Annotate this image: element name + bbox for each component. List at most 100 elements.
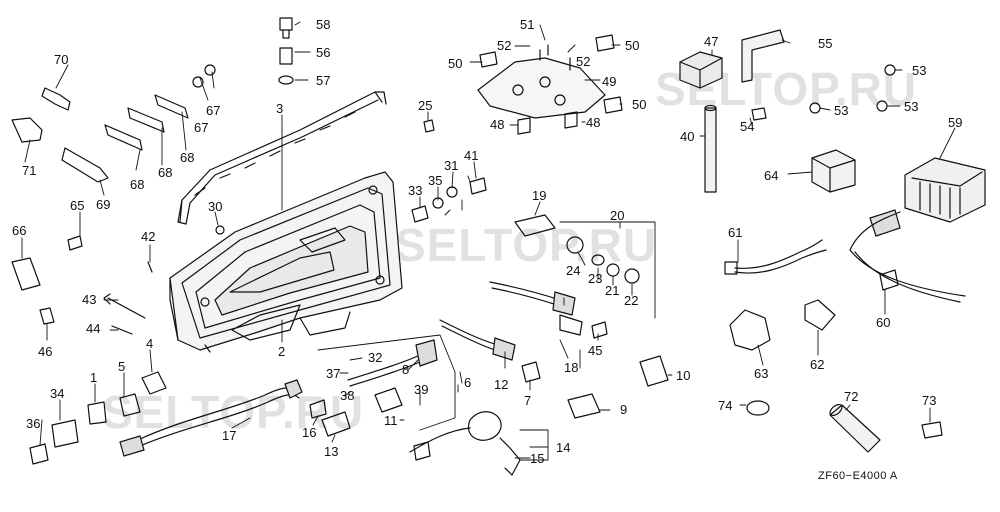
label-40: 40	[680, 129, 694, 144]
regulator-59	[849, 157, 986, 303]
bracket-19	[514, 214, 556, 237]
grommet-50a	[479, 51, 498, 68]
clip-16	[309, 399, 327, 419]
nut-53b	[809, 102, 821, 114]
label-52a: 52	[497, 38, 511, 53]
nut-67a	[192, 76, 204, 88]
block-47	[679, 51, 723, 89]
watermark-middle: SELTOP.RU	[395, 219, 658, 271]
label-31: 31	[444, 158, 458, 173]
label-73: 73	[922, 393, 936, 408]
bolt-68a	[104, 124, 143, 151]
wire-harness-12	[439, 319, 516, 361]
spring-23	[591, 254, 605, 266]
terminal-1	[87, 401, 107, 425]
label-68b: 68	[158, 165, 172, 180]
bolt-69	[61, 147, 109, 183]
label-30: 30	[208, 199, 222, 214]
label-54: 54	[740, 119, 754, 134]
label-35: 35	[428, 173, 442, 188]
label-7: 7	[524, 393, 531, 408]
relay-10	[639, 355, 669, 387]
label-34: 34	[50, 386, 64, 401]
cable-61	[724, 239, 827, 275]
wire-harness-6	[347, 339, 438, 413]
label-36: 36	[26, 416, 40, 431]
label-2: 2	[278, 344, 285, 359]
seal-strip	[177, 91, 387, 225]
label-58: 58	[316, 17, 330, 32]
screw-42	[147, 261, 153, 273]
label-50b: 50	[625, 38, 639, 53]
clip-62	[804, 299, 836, 331]
label-47: 47	[704, 34, 718, 49]
label-20: 20	[610, 208, 624, 223]
label-12: 12	[494, 377, 508, 392]
label-39: 39	[414, 382, 428, 397]
sleeve-72	[829, 403, 881, 453]
washer-31	[446, 186, 458, 198]
label-10: 10	[676, 368, 690, 383]
label-25: 25	[418, 98, 432, 113]
diagram-reference-code: ZF60−E4000 A	[818, 470, 898, 482]
label-16: 16	[302, 425, 316, 440]
label-63: 63	[754, 366, 768, 381]
relay-64	[811, 149, 856, 193]
label-5: 5	[118, 359, 125, 374]
label-46: 46	[38, 344, 52, 359]
label-4: 4	[146, 336, 153, 351]
nut-53a	[884, 64, 896, 76]
group-box-14	[519, 429, 549, 461]
label-8: 8	[402, 362, 409, 377]
bolt-58	[279, 17, 293, 39]
wire-harness-18	[489, 281, 583, 336]
leader-lines	[21, 21, 956, 459]
label-3: 3	[276, 101, 283, 116]
tube-66	[11, 257, 41, 291]
switch-9	[567, 393, 601, 419]
wire-harness-17	[119, 379, 303, 457]
label-68c: 68	[180, 150, 194, 165]
nut-53c	[876, 100, 888, 112]
label-13: 13	[324, 444, 338, 459]
control-panel-housing	[169, 171, 403, 353]
bolt-71	[11, 117, 43, 143]
nut-67b	[204, 64, 216, 76]
label-56: 56	[316, 45, 330, 60]
screw-25	[423, 119, 435, 133]
label-41: 41	[464, 148, 478, 163]
screw-54	[751, 107, 767, 121]
collar-48a	[517, 117, 531, 135]
mounting-plate-49	[477, 44, 606, 119]
spacer-56	[279, 47, 293, 65]
label-68a: 68	[130, 177, 144, 192]
label-65: 65	[70, 198, 84, 213]
bolt-70	[41, 87, 71, 111]
label-1: 1	[90, 370, 97, 385]
bolt-68c	[154, 94, 189, 119]
screw-44	[111, 325, 133, 335]
part-number-labels: 58 56 57 70 67 67 3 71 68 68 68 69 25 51…	[12, 17, 962, 466]
label-53a: 53	[912, 63, 926, 78]
label-22: 22	[624, 293, 638, 308]
clip-46	[39, 307, 55, 325]
label-33: 33	[408, 183, 422, 198]
label-6: 6	[464, 375, 471, 390]
washer-21	[606, 263, 620, 277]
washer-57	[278, 75, 294, 85]
label-66: 66	[12, 223, 26, 238]
label-37: 37	[326, 366, 340, 381]
label-64: 64	[764, 168, 778, 183]
switch-5	[119, 393, 141, 417]
label-50a: 50	[448, 56, 462, 71]
label-53b: 53	[834, 103, 848, 118]
label-51: 51	[520, 17, 534, 32]
block-13	[321, 411, 351, 437]
label-74: 74	[718, 398, 732, 413]
label-48b: 48	[586, 115, 600, 130]
label-48a: 48	[490, 117, 504, 132]
knob-4	[141, 371, 167, 395]
label-45: 45	[588, 343, 602, 358]
label-18: 18	[564, 360, 578, 375]
label-60: 60	[876, 315, 890, 330]
